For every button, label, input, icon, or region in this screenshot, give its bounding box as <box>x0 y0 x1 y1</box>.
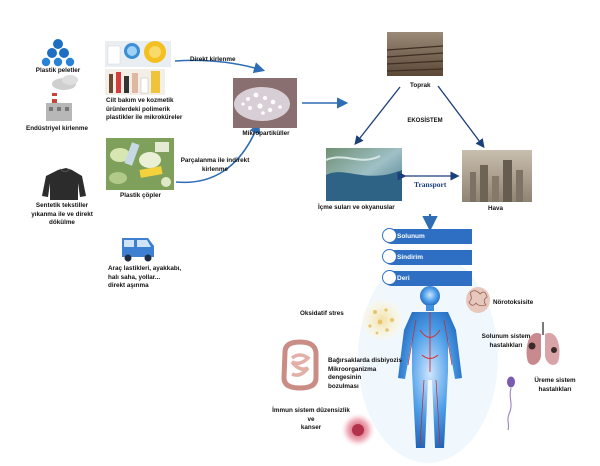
tires-line-1: Araç lastikleri, ayakkabı, <box>108 265 182 272</box>
immune-cell-icon <box>340 412 376 448</box>
synthetic-textiles-line-1: Sentetik tekstiller <box>35 202 89 209</box>
cosmetics-line-2: ürünlerdeki polimerik <box>106 105 171 113</box>
water-label: İçme suları ve okyanuslar <box>318 204 395 211</box>
intestine-icon <box>281 339 319 391</box>
sperm-icon <box>507 376 515 431</box>
gut-dysbiosis-line-4: bozulması <box>328 382 359 390</box>
brain-icon <box>466 287 490 313</box>
plastic-waste-photo <box>106 138 174 190</box>
oxidative-stress-icon <box>362 300 402 340</box>
immune-cancer-label: İmmun sistem düzensizlik ve kanser <box>270 407 352 433</box>
route-respiration: Solunum <box>382 228 472 244</box>
synthetic-textiles-label: Sentetik tekstiller yıkanma ile ve direk… <box>22 202 102 228</box>
air-pollution-photo <box>462 150 532 202</box>
immune-cancer-line-3: kanser <box>300 424 322 431</box>
route-digestion: Sindirim <box>382 249 472 265</box>
route-skin: Deri <box>382 270 472 286</box>
microparticles-photo <box>233 78 297 128</box>
ecosystem-title: EKOSİSTEM <box>407 118 443 124</box>
reproductive-disease-line-1: Üreme sistem <box>534 377 576 384</box>
soil-label: Toprak <box>410 82 431 89</box>
water-ocean-photo <box>325 148 402 201</box>
synthetic-textiles-line-2: yıkanma ile ve direkt <box>31 210 93 218</box>
reproductive-disease-label: Üreme sistem hastalıkları <box>525 377 585 394</box>
indirect-pollution-arrow <box>175 122 261 184</box>
neurotoxicity-label: Nörotoksisite <box>493 299 534 306</box>
plastic-waste-label: Plastik çöpler <box>120 192 161 199</box>
air-label: Hava <box>488 205 504 212</box>
reproductive-disease-line-2: hastalıkları <box>538 385 572 393</box>
direct-pollution-label: Direkt kirlenme <box>190 56 236 63</box>
gut-dysbiosis-line-1: Bağırsaklarda disbiyozis <box>328 357 402 364</box>
tires-label: Araç lastikleri, ayakkabı, halı saha, yo… <box>108 265 198 291</box>
factory-icon <box>46 75 78 121</box>
cosmetic-products-photo <box>105 69 165 95</box>
oxidative-stress-label: Oksidatif stres <box>300 310 344 317</box>
tires-line-2: halı saha, yollar... <box>108 273 161 281</box>
direct-pollution-arrow <box>174 59 266 74</box>
cosmetics-line-1: Cilt bakım ve kozmetik <box>106 97 174 104</box>
soil-photo <box>386 32 444 76</box>
indirect-pollution-line-1: Parçalanma ile indirekt <box>180 157 250 164</box>
cosmetics-line-3: plastikler ile mikroküreler <box>106 114 183 121</box>
gut-dysbiosis-label: Bağırsaklarda disbiyozis Mikroorganizma … <box>328 357 408 391</box>
immune-cancer-line-2: ve <box>307 415 315 423</box>
plastic-pellets-icon <box>41 39 75 67</box>
respiratory-disease-label: Solunum sistem hastalıkları <box>474 333 538 350</box>
soil-to-water-arrow <box>354 86 401 146</box>
plastic-pellets-label: Plastik peletler <box>35 67 81 74</box>
industrial-pollution-label: Endüstriyel kirlenme <box>26 125 88 132</box>
indirect-pollution-label: Parçalanma ile indirekt kirlenme <box>172 157 258 174</box>
cosmetics-label: Cilt bakım ve kozmetik ürünlerdeki polim… <box>106 97 206 123</box>
soil-to-air-arrow <box>437 85 485 149</box>
synthetic-textiles-line-3: dökülme <box>49 219 75 226</box>
immune-cancer-line-1: İmmun sistem düzensizlik <box>272 407 350 414</box>
cosmetics-photo <box>105 41 171 67</box>
gut-dysbiosis-line-2: Mikroorganizma <box>328 365 377 373</box>
van-icon <box>122 238 154 262</box>
transport-label: Transport <box>414 180 447 189</box>
respiratory-disease-line-1: Solunum sistem <box>481 333 531 340</box>
microparticles-label: Mikropartiküller <box>242 130 290 137</box>
gut-dysbiosis-line-3: dengesinin <box>328 374 362 381</box>
respiratory-disease-line-2: hastalıkları <box>489 341 523 349</box>
tires-line-3: direkt aşınma <box>108 282 149 289</box>
sweater-icon <box>42 168 86 200</box>
lungs-icon <box>526 322 560 365</box>
indirect-pollution-line-2: kirlenme <box>202 165 228 173</box>
